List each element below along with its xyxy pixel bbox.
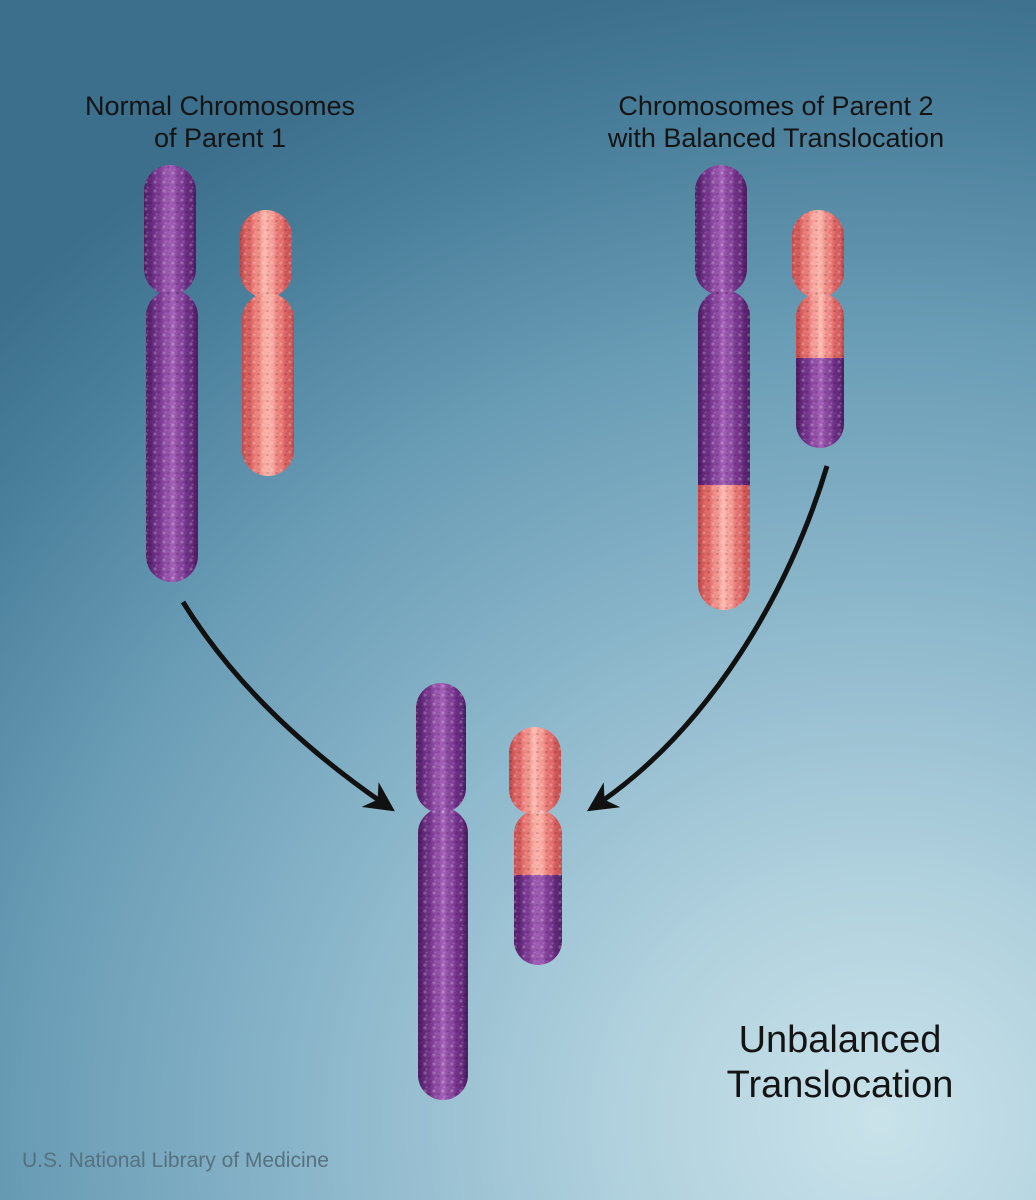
parent2-label: Chromosomes of Parent 2 with Balanced Tr…	[556, 90, 996, 154]
parent2-derivative-purple-chromosome	[695, 165, 750, 610]
parent1-label-line1: Normal Chromosomes	[84, 91, 356, 121]
result-label-line2: Translocation	[726, 1064, 954, 1106]
parent1-pink-chromosome	[240, 210, 294, 476]
parent2-label-line2: with Balanced Translocation	[607, 123, 945, 153]
result-label-line1: Unbalanced	[738, 1019, 942, 1061]
parent2-derivative-pink-chromosome	[792, 210, 844, 448]
right-inheritance-arrow	[586, 465, 830, 812]
result-label: Unbalanced Translocation	[690, 1018, 990, 1108]
parent2-label-line1: Chromosomes of Parent 2	[618, 91, 934, 121]
offspring-purple-chromosome	[416, 683, 468, 1100]
credit-text: U.S. National Library of Medicine	[22, 1149, 329, 1172]
parent1-purple-chromosome	[144, 165, 198, 582]
offspring-derivative-pink-chromosome	[509, 727, 562, 965]
left-inheritance-arrow	[180, 600, 395, 812]
parent1-label: Normal Chromosomes of Parent 1	[20, 90, 420, 154]
parent1-label-line2: of Parent 1	[153, 123, 287, 153]
